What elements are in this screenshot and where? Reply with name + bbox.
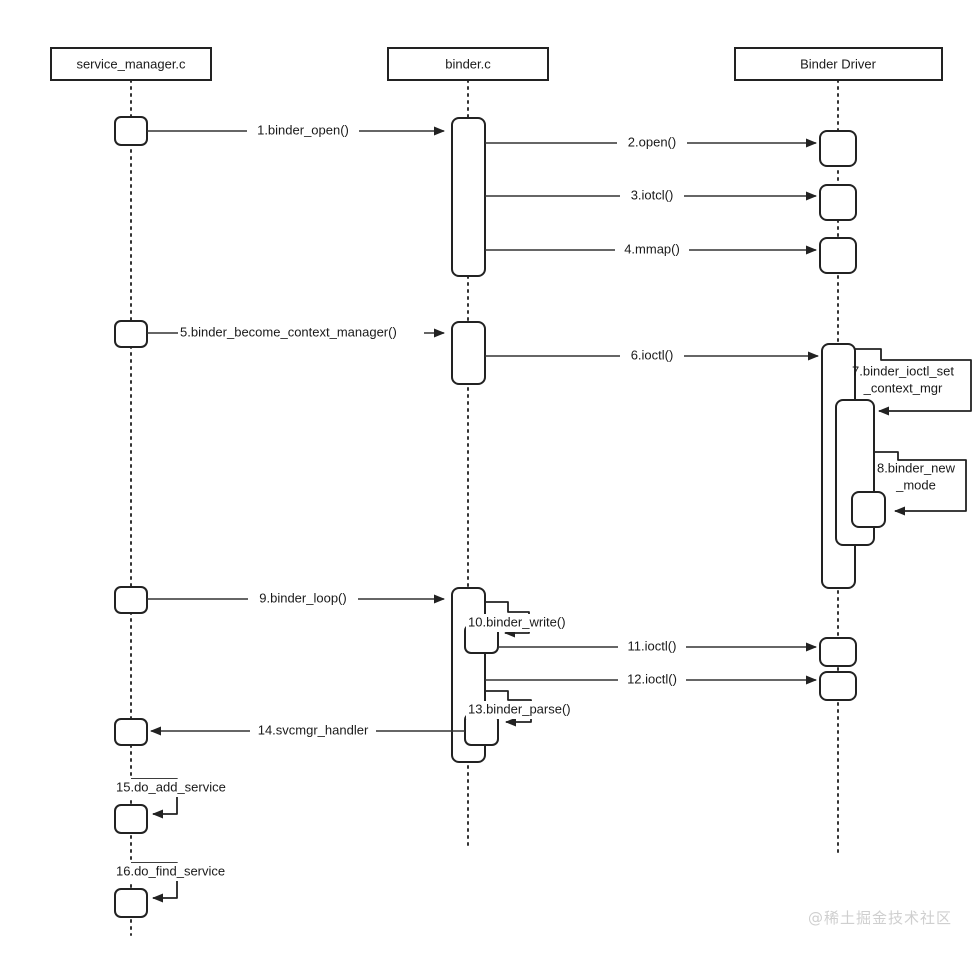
- participant-box-service-manager[interactable]: [50, 47, 212, 81]
- message-label-3: 3.iotcl(): [631, 187, 674, 202]
- message-self-arrow: [855, 348, 972, 416]
- activation-bar: [819, 130, 857, 167]
- activation-bar: [851, 491, 886, 528]
- message-label-bg: [618, 637, 686, 655]
- message-15-do-add-service[interactable]: 15.do_add_service: [114, 778, 240, 819]
- message-label-bg: [617, 133, 687, 151]
- message-label-14: 14.svcmgr_handler: [258, 722, 369, 737]
- message-self-arrow: [874, 451, 967, 516]
- message-label-6: 6.ioctl(): [631, 347, 674, 362]
- activation-bar: [451, 321, 486, 385]
- message-label-bg: [620, 186, 684, 204]
- message-label-8-line2: _mode: [895, 477, 936, 492]
- activation-bar: [114, 804, 148, 834]
- message-self-arrow: [485, 601, 530, 638]
- message-label-bg: [615, 240, 689, 258]
- message-label-bg: [466, 701, 584, 719]
- activation-bar: [114, 718, 148, 746]
- message-label-7-line1: 7.binder_ioctl_set: [852, 363, 954, 378]
- participant-box-binder-driver[interactable]: [734, 47, 943, 81]
- message-label-4: 4.mmap(): [624, 241, 680, 256]
- participant-label-binder-driver: Binder Driver: [800, 56, 877, 71]
- message-1-binder-open[interactable]: 1.binder_open(): [147, 120, 445, 138]
- message-13-binder-parse[interactable]: 13.binder_parse(): [466, 690, 584, 727]
- participant-box-binder[interactable]: [387, 47, 549, 81]
- activation-bar: [114, 320, 148, 348]
- activation-bar: [819, 637, 857, 667]
- activation-bar: [819, 237, 857, 274]
- participant-binder[interactable]: binder.c: [387, 47, 549, 81]
- message-label-bg: [250, 721, 376, 739]
- participant-headers: service_manager.c binder.c Binder Driver: [50, 47, 943, 81]
- message-label-7-line2: _context_mgr: [863, 380, 943, 395]
- participant-label-service-manager: service_manager.c: [76, 56, 186, 71]
- message-label-1: 1.binder_open(): [257, 122, 349, 137]
- message-10-binder-write[interactable]: 10.binder_write(): [466, 601, 582, 638]
- participant-binder-driver[interactable]: Binder Driver: [734, 47, 943, 81]
- participant-label-binder: binder.c: [445, 56, 491, 71]
- message-7-binder-ioctl-set-context-mgr[interactable]: 7.binder_ioctl_set _context_mgr: [852, 348, 972, 416]
- participant-service-manager[interactable]: service_manager.c: [50, 47, 212, 81]
- message-4-mmap[interactable]: 4.mmap(): [485, 240, 817, 258]
- message-label-bg: [114, 863, 244, 881]
- message-label-bg: [620, 346, 684, 364]
- message-label-bg: [247, 120, 359, 138]
- message-11-ioctl[interactable]: 11.ioctl(): [498, 637, 817, 655]
- activation-bars: [114, 116, 886, 918]
- message-label-8-line1: 8.binder_new: [877, 460, 956, 475]
- message-label-2: 2.open(): [628, 134, 676, 149]
- message-label-15: 15.do_add_service: [116, 779, 226, 794]
- activation-bar: [451, 117, 486, 277]
- message-label-5: 5.binder_become_context_manager(): [180, 324, 397, 339]
- message-3-iotcl[interactable]: 3.iotcl(): [485, 186, 817, 204]
- message-label-bg: [248, 589, 358, 607]
- message-label-bg: [466, 614, 582, 632]
- message-label-bg: [618, 670, 686, 688]
- activation-bar: [114, 888, 148, 918]
- watermark-text: @稀土掘金技术社区: [808, 909, 952, 927]
- message-label-11: 11.ioctl(): [628, 638, 677, 653]
- message-9-binder-loop[interactable]: 9.binder_loop(): [147, 589, 445, 607]
- message-label-bg: [114, 779, 240, 797]
- activation-bar: [819, 184, 857, 221]
- message-label-12: 12.ioctl(): [627, 671, 677, 686]
- activation-bar: [114, 586, 148, 614]
- message-8-binder-new-mode[interactable]: 8.binder_new _mode: [874, 451, 967, 516]
- message-6-ioctl[interactable]: 6.ioctl(): [485, 346, 819, 364]
- message-label-10: 10.binder_write(): [468, 614, 566, 629]
- message-12-ioctl[interactable]: 12.ioctl(): [485, 670, 817, 688]
- message-16-do-find-service[interactable]: 16.do_find_service: [114, 862, 244, 903]
- message-label-16: 16.do_find_service: [116, 863, 225, 878]
- message-label-9: 9.binder_loop(): [259, 590, 346, 605]
- message-5-binder-become-context-manager[interactable]: 5.binder_become_context_manager(): [147, 323, 445, 341]
- activation-bar: [819, 671, 857, 701]
- message-self-arrow: [485, 690, 532, 727]
- message-label-bg: [178, 323, 424, 341]
- message-2-open[interactable]: 2.open(): [485, 133, 817, 151]
- message-label-13: 13.binder_parse(): [468, 701, 571, 716]
- message-14-svcmgr-handler[interactable]: 14.svcmgr_handler: [150, 721, 465, 739]
- activation-bar: [114, 116, 148, 146]
